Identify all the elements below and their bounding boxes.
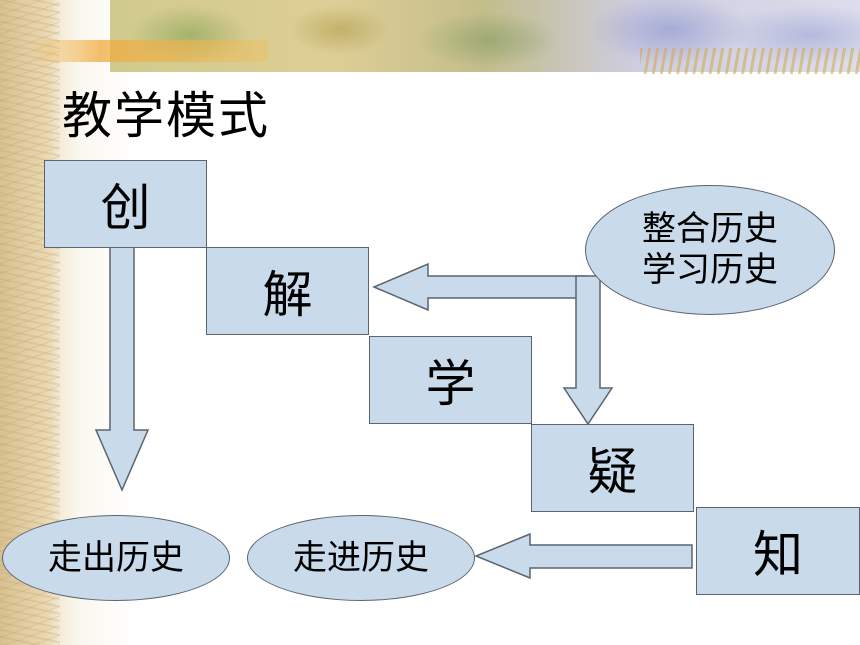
page-title: 教学模式 (62, 87, 270, 145)
step-box-zhi: 知 (696, 507, 860, 595)
step-box-chuang: 创 (44, 160, 207, 248)
arrow-left-to-walk-in (474, 532, 693, 580)
arrow-down-to-yi (562, 275, 614, 426)
ellipse-integrate-history: 整合历史 学习历史 (585, 185, 835, 315)
step-label-zhi: 知 (753, 526, 803, 584)
step-box-yi: 疑 (531, 424, 694, 512)
ellipse-integrate-line2: 学习历史 (642, 250, 778, 290)
ellipse-walk-in-label: 走进历史 (293, 537, 429, 578)
step-box-jie: 解 (206, 247, 369, 335)
step-box-xue: 学 (369, 336, 532, 424)
step-label-chuang: 创 (100, 179, 151, 237)
step-label-jie: 解 (262, 266, 313, 324)
arrow-down-left (94, 246, 150, 492)
ellipse-integrate-line1: 整合历史 (642, 209, 778, 250)
step-label-xue: 学 (425, 355, 476, 413)
ellipse-walk-in-history: 走进历史 (247, 515, 475, 601)
ellipse-walk-out-label: 走出历史 (48, 537, 184, 578)
decorative-orange-band (28, 40, 268, 62)
ellipse-walk-out-history: 走出历史 (2, 515, 230, 601)
decorative-wheat-stalks (640, 48, 860, 74)
arrow-left-to-jie (372, 262, 587, 312)
step-label-yi: 疑 (587, 443, 638, 501)
